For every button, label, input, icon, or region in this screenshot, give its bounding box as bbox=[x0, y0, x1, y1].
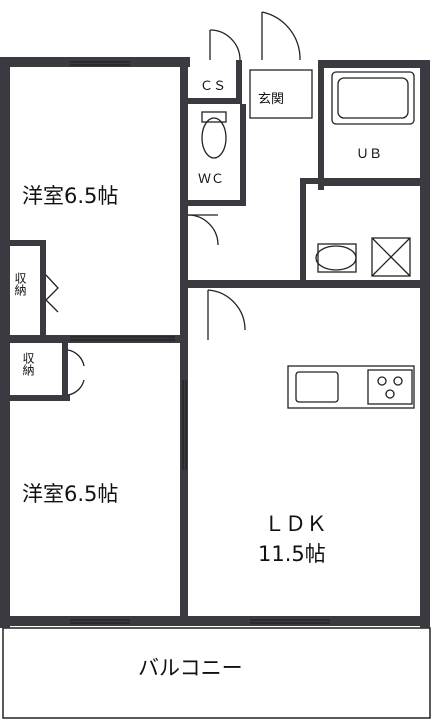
toilet-label: ＷＣ bbox=[198, 172, 225, 187]
details bbox=[45, 11, 415, 624]
balcony-label: バルコニー bbox=[138, 656, 243, 680]
western-room-2-label: 洋室6.5帖 bbox=[22, 482, 119, 506]
western-room-1-label: 洋室6.5帖 bbox=[22, 184, 119, 208]
balcony-outline bbox=[2, 627, 431, 719]
entrance-label: 玄関 bbox=[258, 92, 285, 107]
bath-label: ＵＢ bbox=[356, 147, 383, 162]
storage-1-label: 収納 bbox=[13, 272, 27, 296]
closet-cs-label: ＣＳ bbox=[200, 79, 227, 94]
ldk-size-label: 11.5帖 bbox=[258, 542, 326, 566]
ldk-name-label: ＬＤＫ bbox=[264, 512, 327, 536]
storage-2-label: 収納 bbox=[21, 352, 35, 376]
